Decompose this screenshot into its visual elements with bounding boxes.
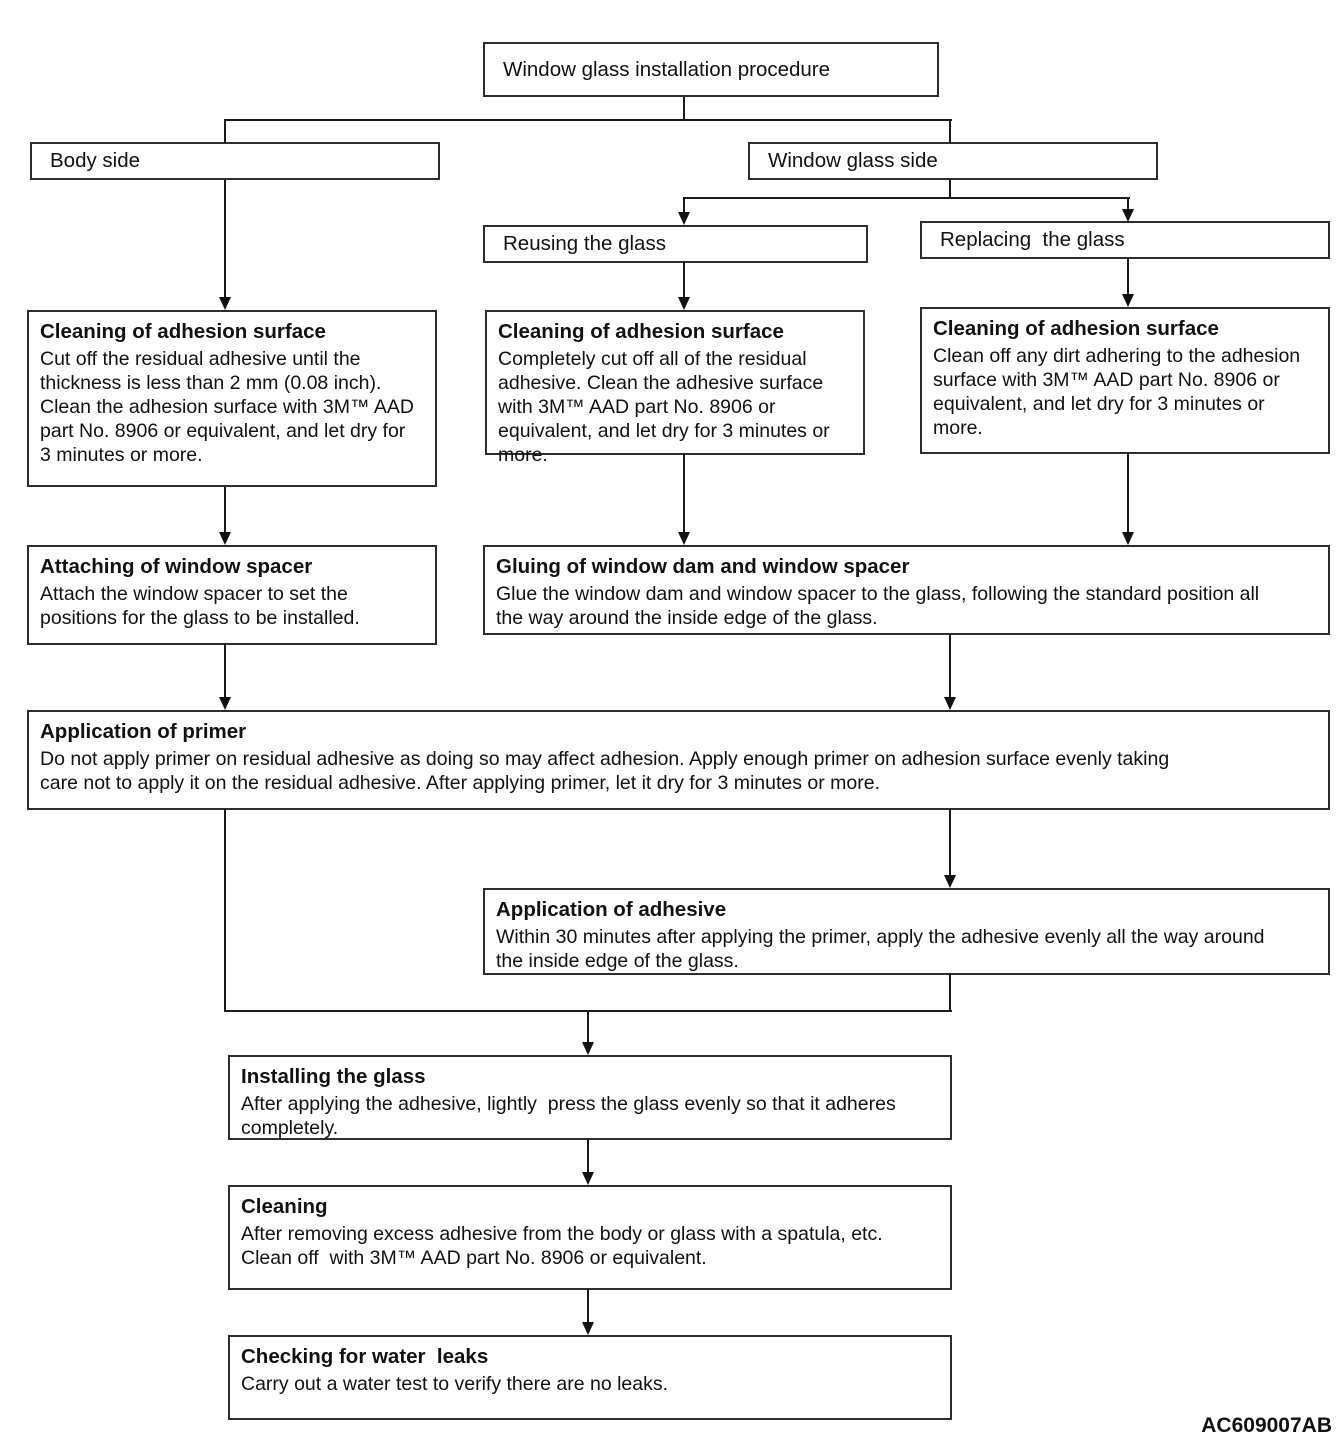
arrowhead-reusing-to-cleaning [678,297,690,310]
figure-code: AC609007AB [1201,1414,1332,1437]
arrowhead-cleanreuse-to-gluing [678,532,690,545]
node-body-side: Body side [30,142,440,180]
arrowhead-body-to-cleaning [219,297,231,310]
node-application-of-adhesive: Application of adhesive Within 30 minute… [483,888,1330,975]
connector-to-reusing [683,197,685,212]
node-description: Clean off any dirt adhering to the adhes… [933,345,1301,439]
node-installing-the-glass: Installing the glass After applying the … [228,1055,952,1140]
node-description: Cut off the residual adhesive until the … [40,348,414,466]
arrowhead-to-reusing [678,212,690,225]
node-reusing-glass: Reusing the glass [483,225,868,263]
arrowhead-cleaning-to-checking [582,1322,594,1335]
arrowhead-attaching-to-primer [219,697,231,710]
connector-cleaning-to-attaching [224,487,226,532]
node-application-of-primer: Application of primer Do not apply prime… [27,710,1330,810]
node-cleaning-adhesion-replace: Cleaning of adhesion surface Clean off a… [920,307,1330,454]
node-cleaning-adhesion-reuse: Cleaning of adhesion surface Completely … [485,310,865,466]
connector-primer-left-down [224,809,226,1012]
body-side-label: Body side [50,149,141,172]
arrowhead-to-installing [582,1042,594,1055]
node-description: Completely cut off all of the residual a… [498,348,830,466]
node-description: After removing excess adhesive from the … [241,1223,883,1269]
arrowhead-primer-to-adhesive [944,875,956,888]
node-heading: Application of primer [40,720,247,743]
node-checking-water-leaks: Checking for water leaks Carry out a wat… [228,1335,952,1420]
node-attaching-window-spacer: Attaching of window spacer Attach the wi… [27,545,437,645]
connector-to-installing [587,1010,589,1042]
connector-to-replacing [1127,197,1129,209]
node-description: Carry out a water test to verify there a… [241,1373,669,1395]
arrowhead-cleanreplace-to-gluing [1122,532,1134,545]
window-glass-side-label: Window glass side [768,149,938,172]
connector-adhesive-down [949,974,951,1012]
node-heading: Attaching of window spacer [40,555,313,578]
replacing-glass-label: Replacing the glass [940,228,1125,251]
connector-reusing-to-cleaning [683,262,685,297]
node-window-glass-side: Window glass side [748,142,1158,180]
node-procedure-title: Window glass installation procedure [483,42,939,97]
node-description: Do not apply primer on residual adhesive… [40,748,1170,794]
arrowhead-cleaning-to-attaching [219,532,231,545]
node-description: Within 30 minutes after applying the pri… [496,926,1265,972]
reusing-glass-label: Reusing the glass [503,232,666,255]
connector-primer-to-adhesive [949,809,951,875]
node-cleaning-adhesion-body-side: Cleaning of adhesion surface Cut off the… [27,310,437,487]
connector-to-body-side [224,119,226,143]
node-description: Glue the window dam and window spacer to… [496,583,1260,629]
connector-split-top [224,119,952,121]
arrowhead-installing-to-cleaning [582,1172,594,1185]
node-cleaning: Cleaning After removing excess adhesive … [228,1185,952,1290]
connector-gluing-to-primer [949,634,951,697]
connector-installing-to-cleaning [587,1139,589,1172]
node-replacing-glass: Replacing the glass [920,221,1330,259]
node-description: Attach the window spacer to set the posi… [40,583,360,629]
connector-to-window-glass-side [949,119,951,143]
connector-attaching-to-primer [224,644,226,697]
node-heading: Checking for water leaks [241,1345,489,1368]
node-description: After applying the adhesive, lightly pre… [241,1093,896,1139]
arrowhead-to-replacing [1122,209,1134,222]
connector-replacing-to-cleaning [1127,258,1129,294]
procedure-title-text: Window glass installation procedure [503,57,831,81]
node-heading: Installing the glass [241,1065,426,1088]
node-heading: Cleaning of adhesion surface [498,320,784,343]
connector-split-glass [683,197,1130,199]
connector-title-down [683,97,685,121]
node-heading: Cleaning [241,1195,328,1218]
connector-cleaning-to-checking [587,1289,589,1322]
node-heading: Application of adhesive [496,898,727,921]
connector-cleanreplace-to-gluing [1127,453,1129,532]
node-heading: Cleaning of adhesion surface [40,320,326,343]
connector-wgs-down [949,180,951,199]
arrowhead-replacing-to-cleaning [1122,294,1134,307]
arrowhead-gluing-to-primer [944,697,956,710]
connector-cleanreuse-to-gluing [683,454,685,532]
node-heading: Cleaning of adhesion surface [933,317,1219,340]
connector-body-to-cleaning [224,180,226,297]
node-gluing-window-dam-spacer: Gluing of window dam and window spacer G… [483,545,1330,635]
node-heading: Gluing of window dam and window spacer [496,555,910,578]
